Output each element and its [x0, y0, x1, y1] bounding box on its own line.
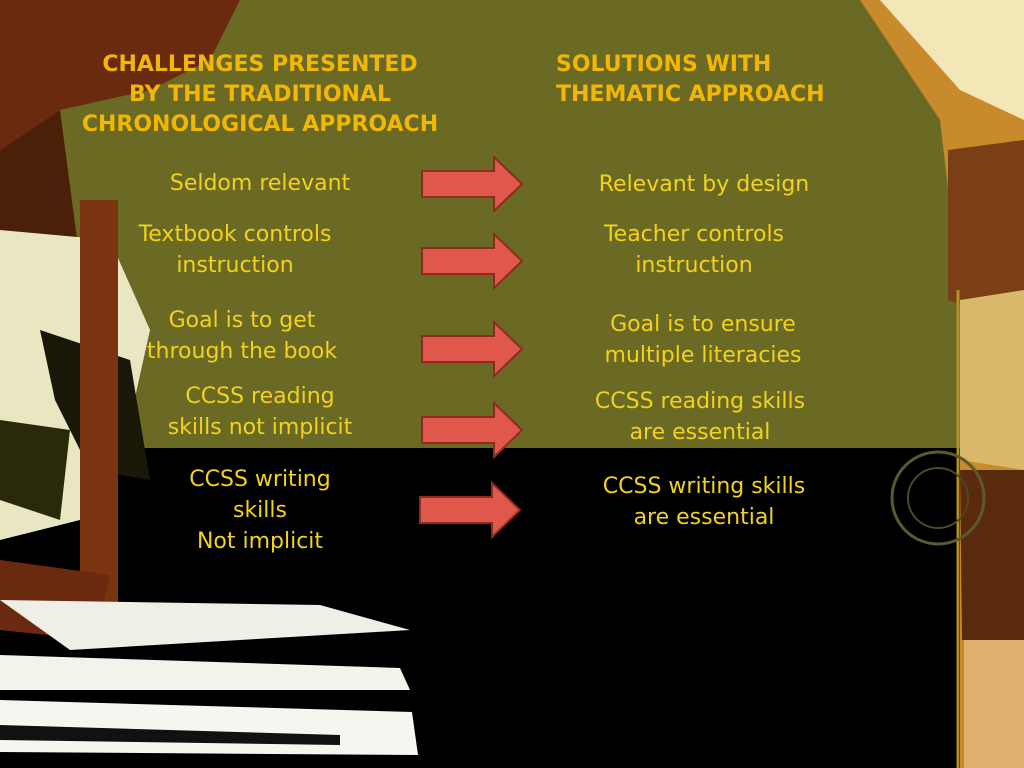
solution-item: CCSS writing skills are essential: [568, 471, 840, 533]
challenges-heading: CHALLENGES PRESENTED BY THE TRADITIONAL …: [40, 50, 480, 140]
right-arrow-icon: [419, 481, 522, 539]
challenge-item: CCSS reading skills not implicit: [130, 381, 390, 443]
solutions-heading: SOLUTIONS WITH THEMATIC APPROACH: [556, 50, 825, 110]
challenge-line: Seldom relevant: [169, 171, 351, 196]
solution-line: Goal is to ensure: [610, 312, 796, 337]
challenge-line: CCSS writing: [189, 467, 331, 492]
challenge-item: Textbook controls instruction: [110, 219, 360, 281]
challenge-line: Goal is to get: [168, 308, 316, 333]
solution-line: Teacher controls: [603, 222, 785, 247]
solution-line: are essential: [629, 420, 771, 445]
right-arrow-icon: [421, 155, 524, 213]
challenges-heading-line: BY THE TRADITIONAL: [128, 82, 392, 107]
solution-line: are essential: [633, 505, 775, 530]
challenge-line: instruction: [176, 253, 294, 278]
challenge-line: skills not implicit: [167, 415, 353, 440]
solution-item: Goal is to ensure multiple literacies: [562, 309, 844, 371]
challenge-item: Seldom relevant: [140, 168, 380, 199]
challenges-heading-line: CHALLENGES PRESENTED: [102, 52, 418, 77]
solution-item: CCSS reading skills are essential: [560, 386, 840, 448]
right-arrow-icon: [421, 232, 524, 290]
challenge-item: CCSS writing skills Not implicit: [150, 464, 370, 557]
challenge-line: CCSS reading: [185, 384, 335, 409]
challenges-heading-line: CHRONOLOGICAL APPROACH: [81, 112, 439, 137]
solutions-heading-line: THEMATIC APPROACH: [556, 82, 825, 107]
solution-line: instruction: [635, 253, 753, 278]
right-arrow-icon: [421, 401, 524, 459]
right-arrow-icon: [421, 320, 524, 378]
challenge-line: Not implicit: [196, 529, 324, 554]
solution-line: multiple literacies: [604, 343, 802, 368]
solution-item: Teacher controls instruction: [568, 219, 820, 281]
solutions-heading-line: SOLUTIONS WITH: [556, 52, 772, 77]
challenge-item: Goal is to get through the book: [112, 305, 372, 367]
solution-line: Relevant by design: [598, 172, 810, 197]
solution-line: CCSS writing skills: [602, 474, 806, 499]
challenge-line: Textbook controls: [138, 222, 332, 247]
solution-line: CCSS reading skills: [594, 389, 806, 414]
challenge-line: through the book: [146, 339, 338, 364]
solution-item: Relevant by design: [568, 169, 840, 200]
challenge-line: skills: [232, 498, 287, 523]
